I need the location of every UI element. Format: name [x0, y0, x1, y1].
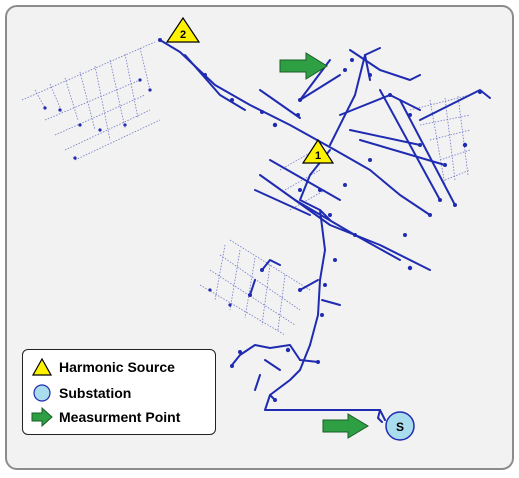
- substation-label: S: [396, 420, 404, 434]
- legend-item-measurement-point: Measurment Point: [31, 406, 180, 428]
- harmonic-source-1: 1: [301, 138, 335, 164]
- legend-label-harmonic-source: Harmonic Source: [59, 359, 175, 375]
- load-nodes: [43, 38, 482, 402]
- feeder-lines: [159, 39, 491, 423]
- source-2-label: 2: [180, 29, 186, 41]
- source-1-label: 1: [315, 150, 321, 162]
- legend-label-measurement-point: Measurment Point: [59, 409, 181, 425]
- harmonic-source-2: 2: [165, 16, 201, 43]
- circle-icon: [33, 384, 51, 402]
- measurement-point-bottom: [322, 413, 369, 439]
- legend-label-substation: Substation: [59, 385, 132, 401]
- legend-item-harmonic-source: Harmonic Source: [31, 356, 175, 378]
- substation: S: [385, 411, 415, 441]
- legend: Harmonic Source Substation Measurment Po…: [22, 349, 216, 435]
- measurement-point-top: [279, 52, 328, 80]
- legend-item-substation: Substation: [31, 382, 131, 404]
- triangle-icon: [165, 16, 201, 43]
- triangle-icon: [301, 138, 335, 164]
- dotted-laterals: [21, 41, 471, 336]
- triangle-icon: [31, 357, 53, 376]
- arrow-right-icon: [279, 52, 328, 80]
- circle-icon: [385, 411, 415, 441]
- arrow-right-icon: [31, 407, 53, 427]
- arrow-right-icon: [322, 413, 369, 439]
